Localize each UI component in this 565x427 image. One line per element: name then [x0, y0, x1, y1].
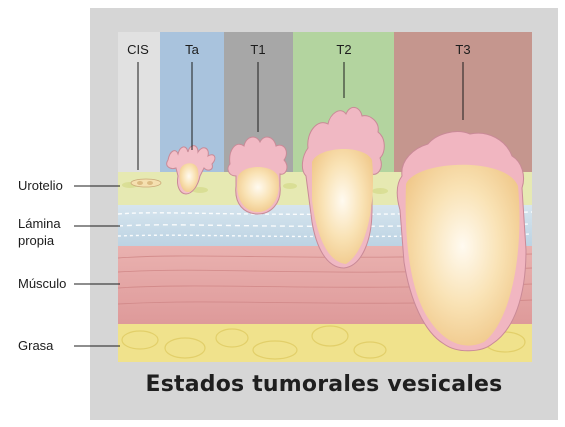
diagram-title: Estados tumorales vesicales	[90, 372, 558, 397]
layer-label-lamina-line2: propia	[18, 233, 55, 248]
layer-label-grasa: Grasa	[18, 338, 54, 353]
layer-label-lamina-line1: Lámina	[18, 216, 61, 231]
stage-label-ta: Ta	[185, 42, 200, 57]
stage-label-t1: T1	[250, 42, 265, 57]
layer-label-urotelio: Urotelio	[18, 178, 63, 193]
stage-label-cis: CIS	[127, 42, 149, 57]
layer-label-musculo: Músculo	[18, 276, 66, 291]
stage-label-t3: T3	[455, 42, 470, 57]
layer-leaders	[74, 186, 120, 346]
stage-label-t2: T2	[336, 42, 351, 57]
cis-lesion	[131, 179, 161, 187]
